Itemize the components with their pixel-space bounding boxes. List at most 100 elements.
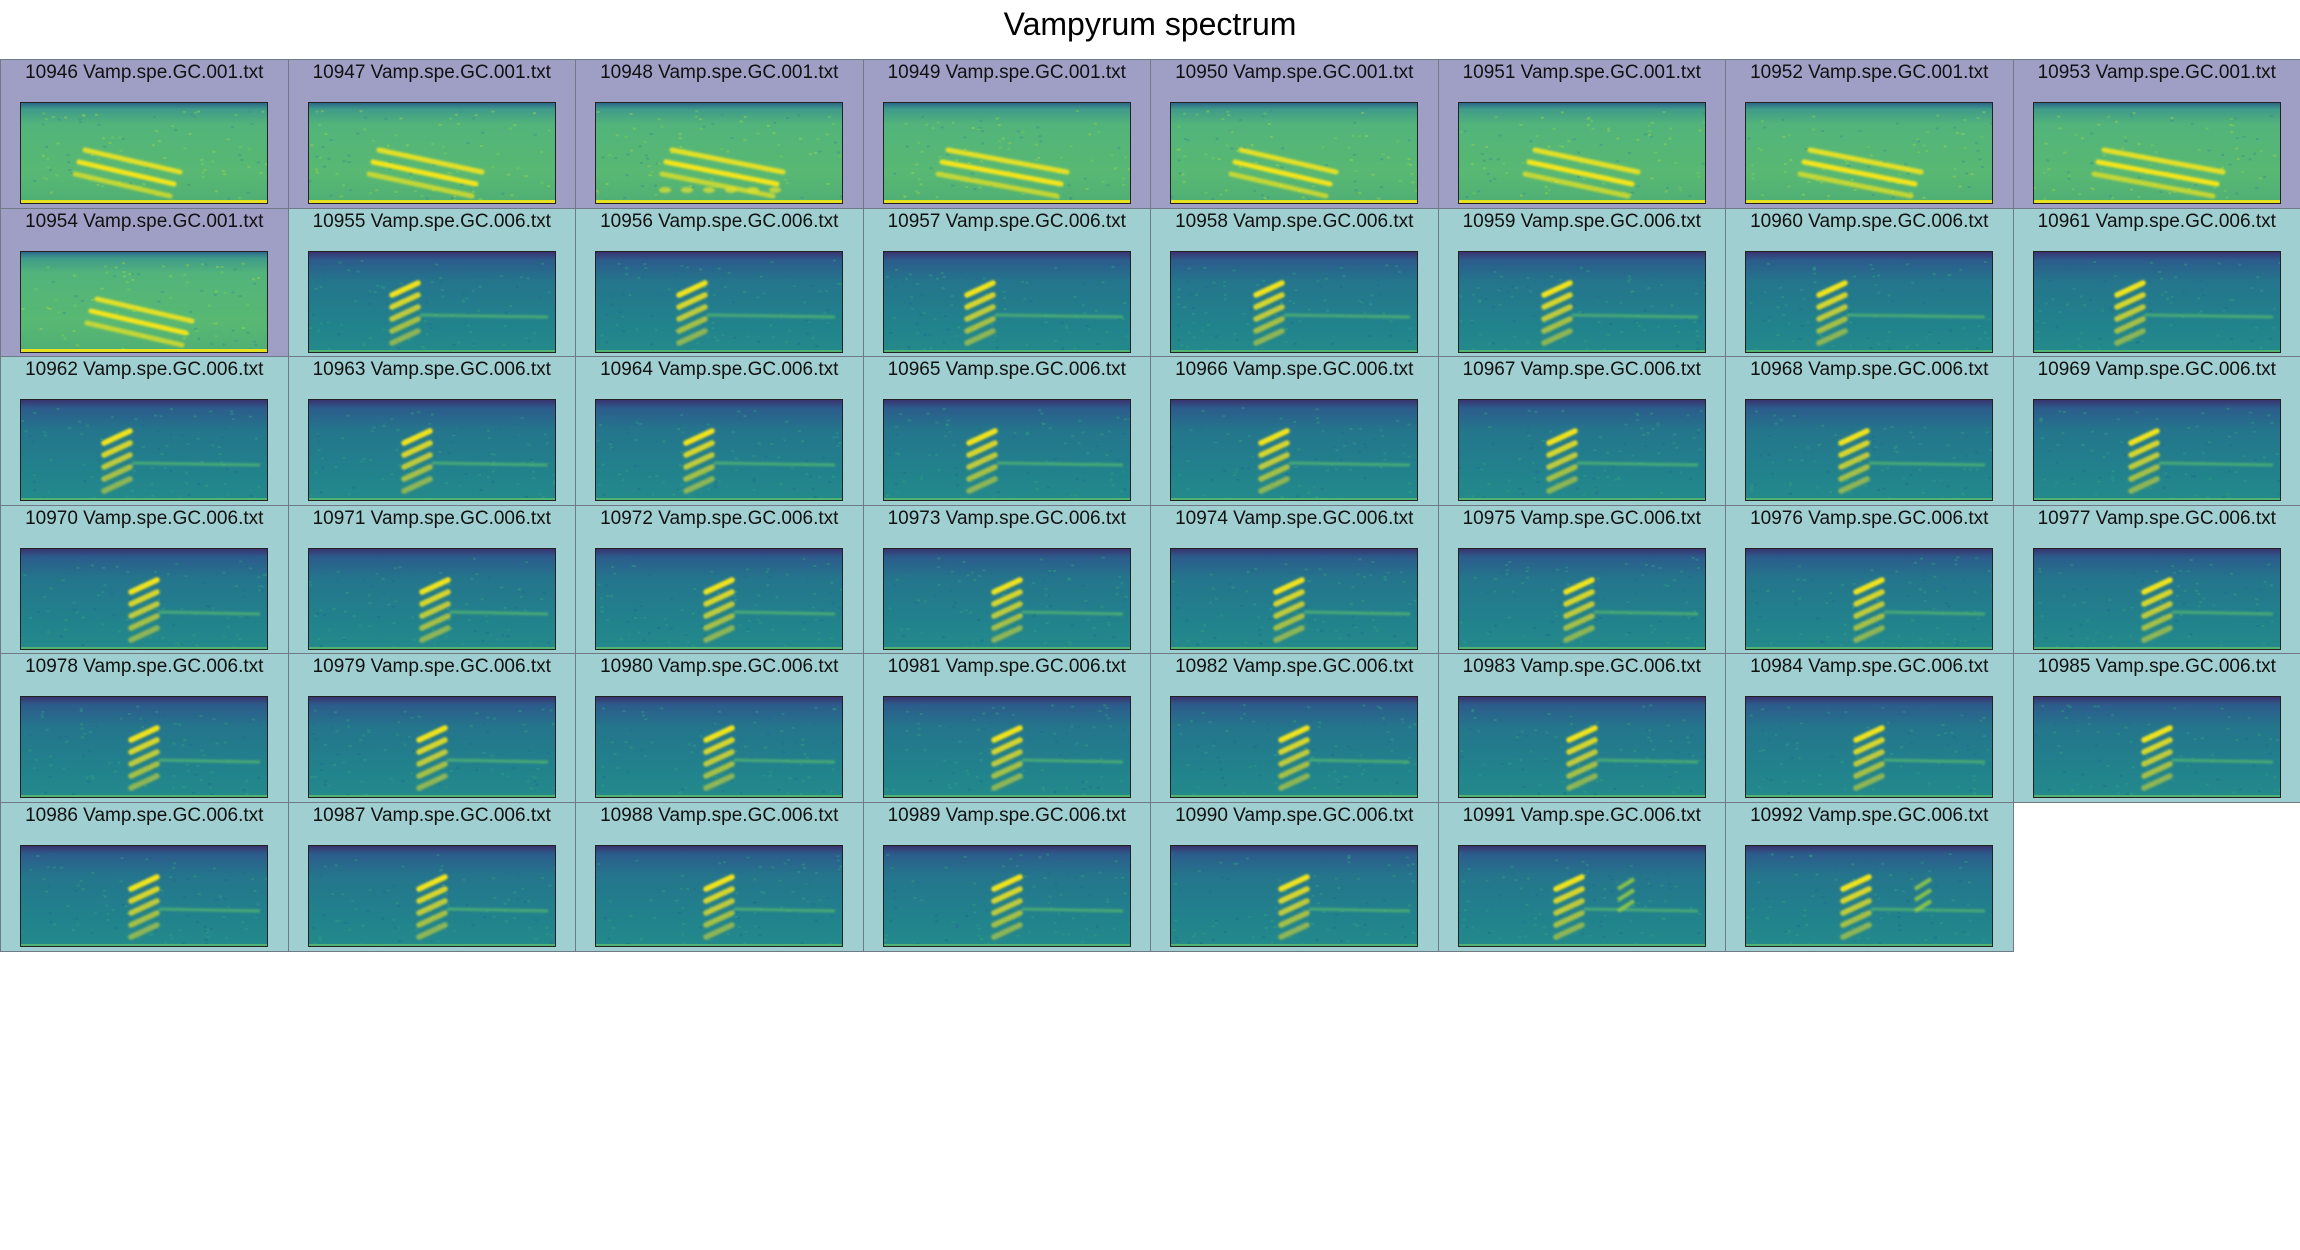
- panel-title: 10953 Vamp.spe.GC.001.txt: [2037, 62, 2276, 83]
- spectrogram-image: [1457, 102, 1706, 204]
- panel-title: 10947 Vamp.spe.GC.001.txt: [312, 62, 551, 83]
- panel-title: 10955 Vamp.spe.GC.006.txt: [312, 210, 551, 232]
- spectrogram-panel: 10982 Vamp.spe.GC.006.txt: [1150, 653, 1439, 803]
- panel-title: 10961 Vamp.spe.GC.006.txt: [2037, 210, 2276, 232]
- panel-title: 10992 Vamp.spe.GC.006.txt: [1750, 805, 1989, 826]
- spectrogram-image: [882, 399, 1131, 502]
- spectrogram-image: [882, 250, 1131, 353]
- spectrogram-panel: 10976 Vamp.spe.GC.006.txt: [1725, 504, 2014, 655]
- spectrogram-image: [595, 102, 843, 204]
- spectrogram-panel: 10948 Vamp.spe.GC.001.txt: [575, 59, 864, 209]
- spectrogram-panel: 10992 Vamp.spe.GC.006.txt: [1725, 802, 2014, 952]
- spectrogram-panel: 10991 Vamp.spe.GC.006.txt: [1437, 802, 1726, 952]
- spectrogram-panel: 10973 Vamp.spe.GC.006.txt: [862, 504, 1151, 655]
- spectrogram-panel: 10949 Vamp.spe.GC.001.txt: [862, 59, 1151, 209]
- spectrogram-panel: 10969 Vamp.spe.GC.006.txt: [2012, 356, 2300, 506]
- spectrogram-panel: 10952 Vamp.spe.GC.001.txt: [1725, 59, 2014, 209]
- panel-title: 10983 Vamp.spe.GC.006.txt: [1462, 656, 1701, 678]
- spectrogram-image: [2032, 102, 2281, 204]
- panel-title: 10971 Vamp.spe.GC.006.txt: [312, 507, 551, 529]
- panel-title: 10989 Vamp.spe.GC.006.txt: [887, 805, 1126, 826]
- panel-title: 10958 Vamp.spe.GC.006.txt: [1175, 210, 1414, 232]
- spectrogram-panel: 10950 Vamp.spe.GC.001.txt: [1150, 59, 1439, 209]
- spectrogram-image: [595, 399, 843, 502]
- spectrogram-image: [882, 547, 1131, 650]
- spectrogram-panel: 10956 Vamp.spe.GC.006.txt: [575, 207, 864, 358]
- panel-title: 10954 Vamp.spe.GC.001.txt: [25, 210, 264, 232]
- panel-title: 10962 Vamp.spe.GC.006.txt: [25, 359, 264, 381]
- spectrogram-panel: 10975 Vamp.spe.GC.006.txt: [1437, 504, 1726, 655]
- panel-title: 10987 Vamp.spe.GC.006.txt: [312, 805, 551, 826]
- panel-title: 10967 Vamp.spe.GC.006.txt: [1462, 359, 1701, 381]
- spectrogram-panel: 10958 Vamp.spe.GC.006.txt: [1150, 207, 1439, 358]
- spectrogram-panel: 10970 Vamp.spe.GC.006.txt: [0, 504, 289, 655]
- spectrogram-panel: 10957 Vamp.spe.GC.006.txt: [862, 207, 1151, 358]
- spectrogram-image: [1457, 696, 1706, 799]
- panel-title: 10965 Vamp.spe.GC.006.txt: [887, 359, 1126, 381]
- spectrogram-image: [1170, 547, 1418, 650]
- spectrogram-image: [882, 102, 1131, 204]
- panel-title: 10951 Vamp.spe.GC.001.txt: [1462, 62, 1701, 83]
- spectrogram-panel: 10962 Vamp.spe.GC.006.txt: [0, 356, 289, 506]
- spectrogram-panel: 10947 Vamp.spe.GC.001.txt: [287, 59, 576, 209]
- spectrogram-panel: 10946 Vamp.spe.GC.001.txt: [0, 59, 289, 209]
- panel-title: 10959 Vamp.spe.GC.006.txt: [1462, 210, 1701, 232]
- spectrogram-image: [20, 547, 268, 650]
- panel-title: 10977 Vamp.spe.GC.006.txt: [2037, 507, 2276, 529]
- spectrogram-panel: 10960 Vamp.spe.GC.006.txt: [1725, 207, 2014, 358]
- spectrogram-panel: 10965 Vamp.spe.GC.006.txt: [862, 356, 1151, 506]
- spectrogram-image: [1170, 696, 1418, 799]
- spectrogram-image: [595, 250, 843, 353]
- spectrogram-panel: 10978 Vamp.spe.GC.006.txt: [0, 653, 289, 803]
- panel-title: 10990 Vamp.spe.GC.006.txt: [1175, 805, 1414, 826]
- spectrogram-grid: 10946 Vamp.spe.GC.001.txt 10947 Vamp.spe.…: [0, 59, 2300, 952]
- spectrogram-image: [307, 102, 556, 204]
- panel-title: 10976 Vamp.spe.GC.006.txt: [1750, 507, 1989, 529]
- figure-title: Vampyrum spectrum: [1003, 6, 1297, 42]
- panel-title: 10956 Vamp.spe.GC.006.txt: [600, 210, 839, 232]
- spectrogram-panel: 10968 Vamp.spe.GC.006.txt: [1725, 356, 2014, 506]
- panel-title: 10946 Vamp.spe.GC.001.txt: [25, 62, 264, 83]
- spectrogram-image: [2032, 547, 2281, 650]
- panel-title: 10975 Vamp.spe.GC.006.txt: [1462, 507, 1701, 529]
- panel-title: 10973 Vamp.spe.GC.006.txt: [887, 507, 1126, 529]
- panel-title: 10964 Vamp.spe.GC.006.txt: [600, 359, 839, 381]
- spectrogram-panel: 10987 Vamp.spe.GC.006.txt: [287, 802, 576, 952]
- spectrogram-image: [1745, 250, 1993, 353]
- panel-title: 10968 Vamp.spe.GC.006.txt: [1750, 359, 1989, 381]
- panel-title: 10972 Vamp.spe.GC.006.txt: [600, 507, 839, 529]
- spectrogram-panel: 10963 Vamp.spe.GC.006.txt: [287, 356, 576, 506]
- spectrogram-panel: 10954 Vamp.spe.GC.001.txt: [0, 207, 289, 358]
- spectrogram-panel: 10964 Vamp.spe.GC.006.txt: [575, 356, 864, 506]
- spectrogram-image: [20, 399, 268, 502]
- spectrogram-image: [1457, 845, 1706, 947]
- panel-title: 10949 Vamp.spe.GC.001.txt: [887, 62, 1126, 83]
- spectrogram-image: [595, 845, 843, 947]
- spectrogram-image: [595, 696, 843, 799]
- spectrogram-panel: 10971 Vamp.spe.GC.006.txt: [287, 504, 576, 655]
- spectrogram-panel: 10989 Vamp.spe.GC.006.txt: [862, 802, 1151, 952]
- panel-title: 10981 Vamp.spe.GC.006.txt: [887, 656, 1126, 678]
- spectrogram-image: [1745, 845, 1993, 947]
- spectrogram-image: [882, 845, 1131, 947]
- panel-title: 10950 Vamp.spe.GC.001.txt: [1175, 62, 1414, 83]
- panel-title: 10970 Vamp.spe.GC.006.txt: [25, 507, 264, 529]
- spectrogram-panel: 10977 Vamp.spe.GC.006.txt: [2012, 504, 2300, 655]
- spectrogram-panel: 10959 Vamp.spe.GC.006.txt: [1437, 207, 1726, 358]
- spectrogram-panel: 10980 Vamp.spe.GC.006.txt: [575, 653, 864, 803]
- panel-title: 10986 Vamp.spe.GC.006.txt: [25, 805, 264, 826]
- panel-title: 10963 Vamp.spe.GC.006.txt: [312, 359, 551, 381]
- spectrogram-image: [595, 547, 843, 650]
- panel-title: 10984 Vamp.spe.GC.006.txt: [1750, 656, 1989, 678]
- spectrogram-image: [307, 250, 556, 353]
- spectrogram-image: [2032, 696, 2281, 799]
- spectrogram-image: [1457, 250, 1706, 353]
- spectrogram-panel: 10953 Vamp.spe.GC.001.txt: [2012, 59, 2300, 209]
- spectrogram-image: [1745, 547, 1993, 650]
- spectrogram-image: [20, 102, 268, 204]
- spectrogram-panel: 10990 Vamp.spe.GC.006.txt: [1150, 802, 1439, 952]
- panel-title: 10960 Vamp.spe.GC.006.txt: [1750, 210, 1989, 232]
- spectrogram-image: [307, 547, 556, 650]
- panel-title: 10980 Vamp.spe.GC.006.txt: [600, 656, 839, 678]
- spectrogram-image: [1170, 399, 1418, 502]
